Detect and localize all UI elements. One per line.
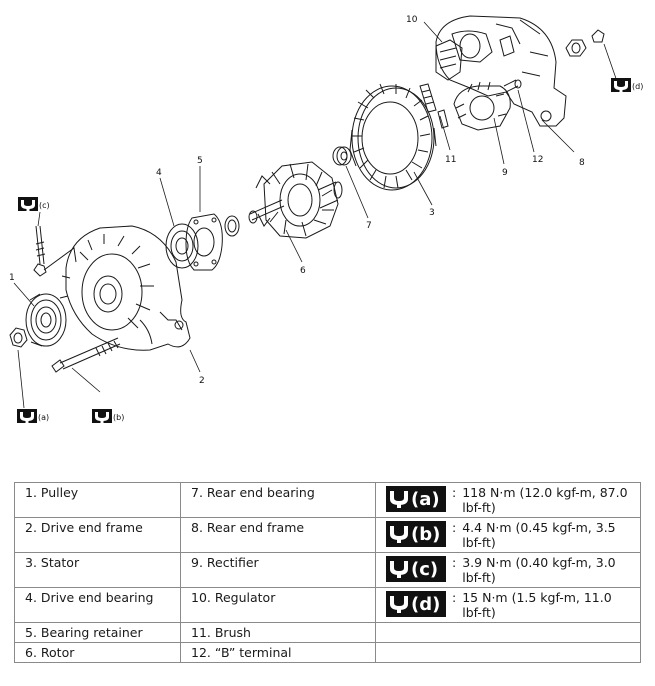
legend-row: 5. Bearing retainer 11. Brush	[14, 622, 641, 643]
callout-1: 1	[9, 273, 15, 283]
brush-part	[419, 83, 449, 129]
rectifier-part	[453, 81, 511, 131]
torque-colon: :	[452, 590, 457, 605]
torque-value: 4.4 N·m (0.45 kgf-m, 3.5 lbf-ft)	[462, 520, 616, 550]
torque-badge-d: (d)	[386, 591, 446, 617]
pulley-nut-part	[9, 327, 28, 348]
torque-wrench-icon	[390, 596, 408, 613]
legend-part: 2. Drive end frame	[14, 517, 181, 553]
torque-marker-d-label: (d)	[632, 82, 643, 91]
torque-value: 118 N·m (12.0 kgf-m, 87.0 lbf-ft)	[462, 485, 628, 515]
torque-marker-c: (c)	[18, 197, 50, 211]
callout-3: 3	[429, 208, 435, 218]
terminal-nut-part	[565, 29, 605, 57]
small-bolt-part	[33, 225, 77, 277]
legend-row: 6. Rotor 12. “B” terminal	[14, 642, 641, 663]
legend-part: 6. Rotor	[14, 642, 181, 663]
b-terminal-part	[503, 79, 522, 93]
legend-part: 10. Regulator	[180, 587, 376, 623]
callout-6: 6	[300, 266, 306, 276]
legend-torque: (c) : 3.9 N·m (0.40 kgf-m, 3.0 lbf-ft)	[375, 552, 641, 588]
parts-legend-table: 1. Pulley 7. Rear end bearing (a) : 118 …	[14, 482, 641, 663]
torque-badge-a: (a)	[386, 486, 446, 512]
torque-marker-a-label: (a)	[38, 413, 49, 422]
torque-value: 3.9 N·m (0.40 kgf-m, 3.0 lbf-ft)	[462, 555, 616, 585]
torque-badge-c: (c)	[386, 556, 446, 582]
torque-marker-c-label: (c)	[39, 201, 50, 210]
torque-wrench-icon	[390, 526, 408, 543]
torque-wrench-icon	[390, 491, 408, 508]
legend-part: 9. Rectifier	[180, 552, 376, 588]
callout-9: 9	[502, 168, 508, 178]
legend-part: 4. Drive end bearing	[14, 587, 181, 623]
legend-row: 1. Pulley 7. Rear end bearing (a) : 118 …	[14, 482, 641, 518]
torque-marker-a: (a)	[17, 409, 49, 423]
torque-letter: (c)	[411, 558, 439, 580]
torque-wrench-icon	[17, 409, 37, 423]
pulley-part	[25, 293, 67, 347]
callout-11: 11	[445, 155, 456, 165]
torque-marker-b: (b)	[92, 409, 124, 423]
alternator-exploded-diagram: 1 2 3 4 5 6 7 8 9 10 11 12 (c) (a) (b) (…	[9, 15, 643, 423]
torque-letter: (a)	[411, 488, 440, 510]
torque-colon: :	[452, 520, 457, 535]
callout-2: 2	[199, 376, 205, 386]
callout-12: 12	[532, 155, 543, 165]
torque-colon: :	[452, 485, 457, 500]
rear-end-bearing-part	[332, 146, 352, 166]
legend-torque: (a) : 118 N·m (12.0 kgf-m, 87.0 lbf-ft)	[375, 482, 641, 518]
regulator-part	[435, 39, 463, 81]
drive-end-bearing-part	[165, 223, 199, 269]
legend-part: 5. Bearing retainer	[14, 622, 181, 643]
stator-part	[349, 83, 437, 191]
legend-torque: (d) : 15 N·m (1.5 kgf-m, 11.0 lbf-ft)	[375, 587, 641, 623]
callout-10: 10	[406, 15, 418, 25]
rotor-part	[248, 161, 343, 239]
legend-part: 7. Rear end bearing	[180, 482, 376, 518]
rear-end-frame-part	[435, 15, 567, 127]
callout-4: 4	[156, 168, 162, 178]
legend-empty-cell	[375, 642, 641, 663]
legend-part: 12. “B” terminal	[180, 642, 376, 663]
torque-wrench-icon	[18, 197, 38, 211]
legend-empty-cell	[375, 622, 641, 643]
torque-badge-b: (b)	[386, 521, 446, 547]
legend-row: 3. Stator 9. Rectifier (c) : 3.9 N·m (0.…	[14, 552, 641, 588]
through-bolt-part	[51, 337, 121, 373]
torque-colon: :	[452, 555, 457, 570]
callout-7: 7	[366, 221, 372, 231]
legend-row: 2. Drive end frame 8. Rear end frame (b)…	[14, 517, 641, 553]
torque-wrench-icon	[390, 561, 408, 578]
torque-wrench-icon	[611, 78, 631, 92]
callout-8: 8	[579, 158, 585, 168]
legend-row: 4. Drive end bearing 10. Regulator (d) :…	[14, 587, 641, 623]
torque-value: 15 N·m (1.5 kgf-m, 11.0 lbf-ft)	[462, 590, 612, 620]
legend-torque: (b) : 4.4 N·m (0.45 kgf-m, 3.5 lbf-ft)	[375, 517, 641, 553]
seal-ring-part	[224, 215, 240, 237]
callout-5: 5	[197, 156, 203, 166]
torque-marker-d: (d)	[611, 78, 643, 92]
leader-lines	[13, 21, 621, 409]
torque-letter: (b)	[411, 523, 441, 545]
legend-part: 3. Stator	[14, 552, 181, 588]
legend-part: 8. Rear end frame	[180, 517, 376, 553]
torque-marker-b-label: (b)	[113, 413, 124, 422]
legend-part: 1. Pulley	[14, 482, 181, 518]
drive-end-frame-part	[59, 225, 191, 351]
legend-part: 11. Brush	[180, 622, 376, 643]
torque-wrench-icon	[92, 409, 112, 423]
bearing-retainer-part	[185, 213, 223, 271]
torque-letter: (d)	[411, 593, 441, 615]
